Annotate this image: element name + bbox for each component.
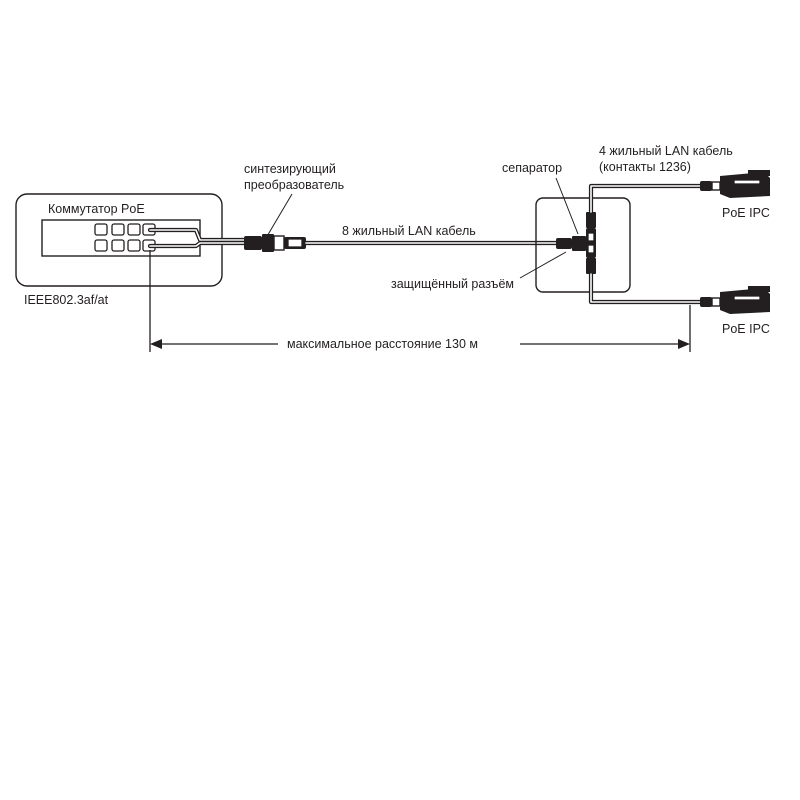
cable-4-label-line2: (контакты 1236) (599, 160, 691, 174)
patch-cables (147, 227, 248, 249)
distance-dimension (149, 250, 691, 352)
converter-label: синтезирующий преобразователь (244, 162, 344, 192)
camera-top-label: PoE IPC (722, 206, 770, 220)
protected-connector-label: защищённый разъём (391, 277, 514, 291)
separator-pointer (555, 177, 579, 235)
converter-pointer (265, 193, 293, 239)
protected-connector-pointer (519, 251, 567, 279)
splitter-icon (556, 212, 596, 274)
camera-bottom-label: PoE IPC (722, 322, 770, 336)
cable-4-label-line1: 4 жильный LAN кабель (599, 144, 733, 158)
cable-4-label: 4 жильный LAN кабель (контакты 1236) (599, 144, 736, 174)
ip-camera-icon (700, 170, 770, 314)
separator-label: сепаратор (502, 161, 562, 175)
converter-label-line1: синтезирующий (244, 162, 336, 176)
converter-label-line2: преобразователь (244, 178, 344, 192)
max-distance-label: максимальное расстояние 130 м (287, 337, 478, 351)
splitter-enclosure (535, 197, 631, 293)
standard-label: IEEE802.3af/at (24, 293, 109, 307)
lan-cable-4-wire-bottom (588, 271, 703, 305)
switch-title: Коммутатор PoE (48, 202, 145, 216)
lan-cable-4-wire-top (588, 183, 703, 215)
rj45-plug-icon (244, 234, 306, 252)
cable-8-label: 8 жильный LAN кабель (342, 224, 476, 238)
